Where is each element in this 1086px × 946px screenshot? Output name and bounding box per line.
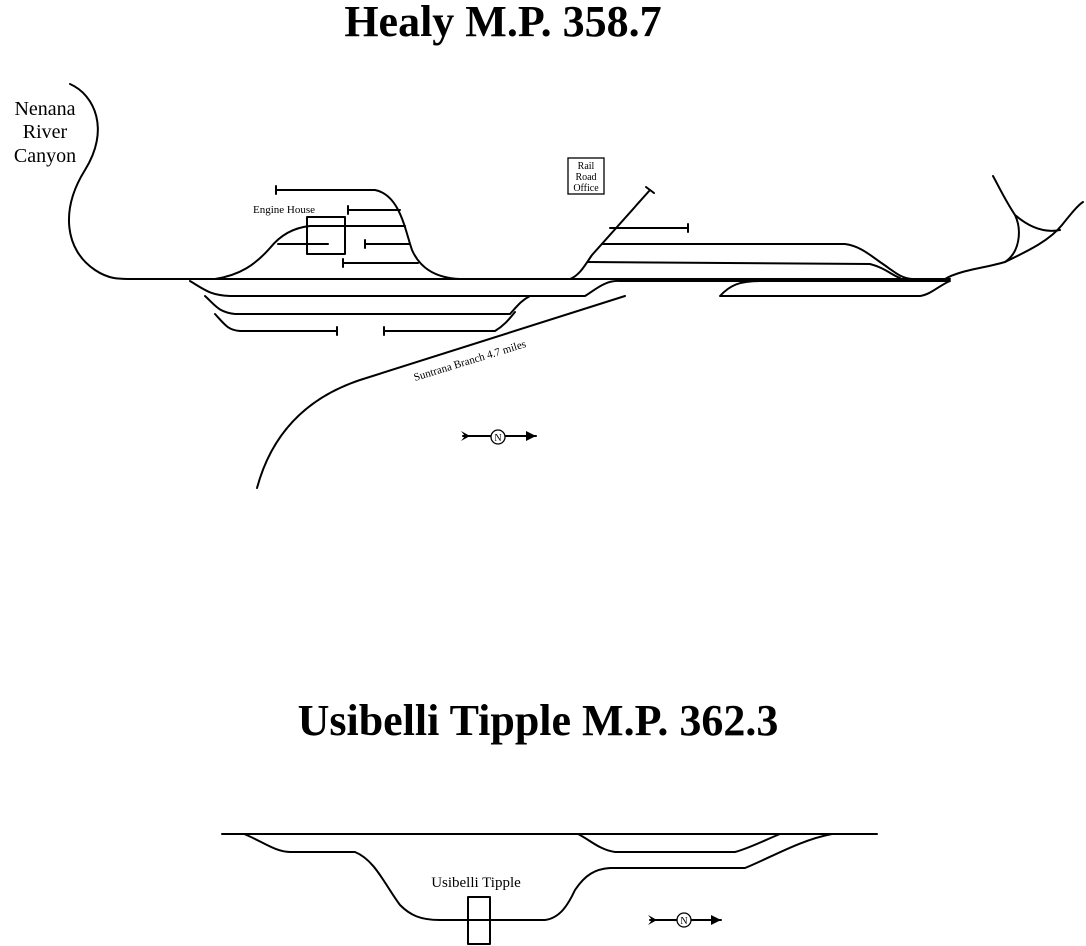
- office-label-line1: Rail: [578, 161, 595, 172]
- suntrana-branch: [256, 295, 626, 489]
- yard-track-south-1: [189, 279, 951, 297]
- usibelli-passing-track: [577, 833, 781, 853]
- yard-track-south-3: [214, 313, 338, 332]
- yard-track-north-1: [275, 189, 461, 280]
- office-label-line2: Road: [575, 172, 596, 183]
- office-label-line3: Office: [573, 183, 599, 194]
- north-label-usibelli: N: [680, 916, 687, 927]
- canyon-label-line2: River: [23, 121, 68, 143]
- rail-road-office-building: [567, 157, 605, 195]
- healy-title: Healy M.P. 358.7: [344, 0, 661, 46]
- north-arrow: N: [461, 429, 537, 445]
- main-line-east: [944, 175, 1020, 280]
- main-line-west: [68, 83, 951, 281]
- wye-leg-east: [1004, 201, 1084, 263]
- north-label: N: [494, 433, 501, 444]
- north-arrow-usibelli: N: [648, 912, 722, 928]
- usibelli-tipple-label: Usibelli Tipple: [431, 875, 521, 891]
- bumper: [645, 186, 655, 194]
- canyon-label-line1: Nenana: [14, 98, 75, 120]
- wye-tail: [1014, 214, 1061, 232]
- yard-track-south-2: [204, 295, 531, 315]
- office-track-2: [601, 243, 913, 280]
- bumper: [336, 326, 385, 336]
- bumper: [275, 185, 366, 268]
- canyon-label-line3: Canyon: [14, 145, 76, 167]
- office-track-3: [587, 261, 901, 279]
- usibelli-siding: [243, 833, 833, 921]
- engine-house-label: Engine House: [253, 204, 315, 216]
- office-spur: [569, 189, 651, 280]
- engine-house-building: [306, 216, 346, 255]
- usibelli-title: Usibelli Tipple M.P. 362.3: [298, 696, 779, 745]
- usibelli-tipple-building: [467, 896, 491, 945]
- yard-track-south-4: [383, 311, 516, 332]
- lead-track-engine: [214, 225, 406, 280]
